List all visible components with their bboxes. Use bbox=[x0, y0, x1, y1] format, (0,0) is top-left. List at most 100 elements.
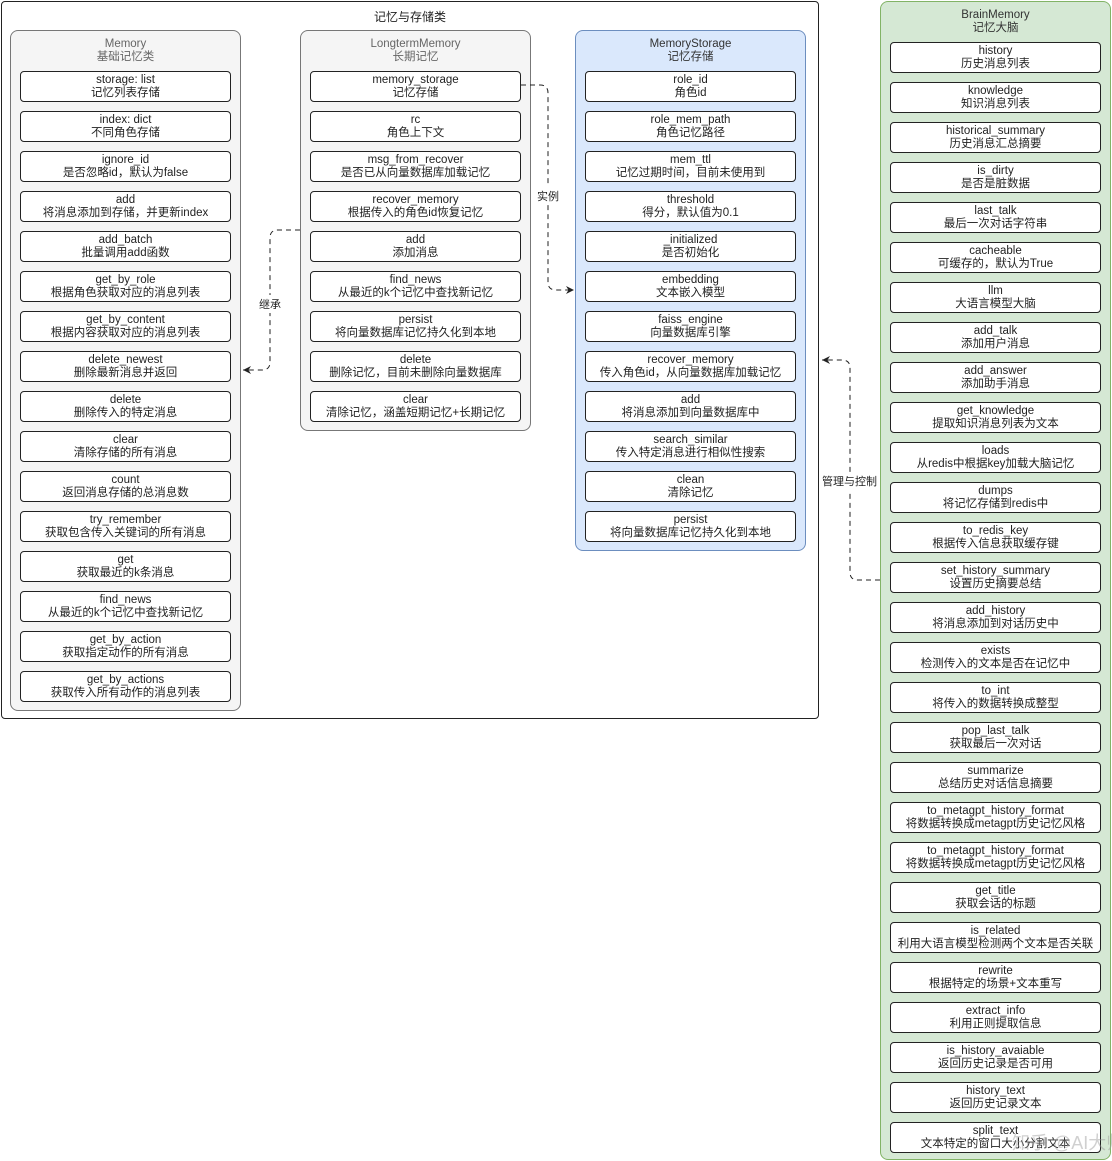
member-description: 角色记忆路径 bbox=[656, 127, 725, 139]
member-name: _initialized bbox=[663, 234, 718, 246]
member-description: 得分，默认值为0.1 bbox=[642, 207, 739, 219]
member-description: 删除最新消息并返回 bbox=[73, 367, 178, 379]
member-description: 总结历史对话信息摘要 bbox=[938, 778, 1053, 790]
member-name: add bbox=[115, 194, 136, 206]
member-name: summarize bbox=[967, 765, 1024, 777]
member-description: 是否已从向量数据库加载记忆 bbox=[340, 167, 491, 179]
member-name: add bbox=[680, 394, 701, 406]
memory-storage-class-name: MemoryStorage bbox=[649, 38, 732, 50]
brain-memory-class-title: BrainMemory 记忆大脑 bbox=[881, 9, 1110, 35]
brain-memory-class-name: BrainMemory bbox=[961, 9, 1030, 21]
member-description: 知识消息列表 bbox=[961, 98, 1030, 110]
member-description: 传入角色id，从向量数据库加载记忆 bbox=[599, 367, 782, 379]
member-name: get_by_actions bbox=[86, 674, 165, 686]
member-name: add_batch bbox=[98, 234, 153, 246]
member-name: recover_memory bbox=[647, 354, 734, 366]
member-description: 获取包含传入关键词的所有消息 bbox=[45, 527, 206, 539]
inherit-label: 继承 bbox=[257, 295, 283, 313]
member-name: persist bbox=[398, 314, 433, 326]
member-description: 记忆过期时间，目前未使用到 bbox=[615, 167, 766, 179]
memory-class-name: Memory bbox=[104, 38, 147, 50]
member-name: history_text bbox=[966, 1085, 1025, 1097]
member-name: llm bbox=[988, 285, 1003, 297]
member-description: 是否忽略id，默认为false bbox=[62, 167, 189, 179]
watermark: 知乎 @AI大师 bbox=[1012, 1133, 1112, 1153]
longterm-memory-class-name: LongtermMemory bbox=[370, 38, 461, 50]
member-name: count bbox=[111, 474, 140, 486]
member-description: 从最近的k个记忆中查找新记忆 bbox=[337, 287, 494, 299]
member-description: 利用大语言模型检测两个文本是否关联 bbox=[897, 938, 1094, 950]
member-description: 清除记忆，涵盖短期记忆+长期记忆 bbox=[325, 407, 506, 419]
member-name: msg_from_recover bbox=[367, 154, 464, 166]
member-description: 不同角色存储 bbox=[91, 127, 160, 139]
member-name: storage: list bbox=[96, 74, 155, 86]
member-description: 将消息添加到对话历史中 bbox=[932, 618, 1059, 630]
member-name: clear bbox=[403, 394, 428, 406]
member-name: last_talk bbox=[974, 205, 1017, 217]
member-description: 根据角色获取对应的消息列表 bbox=[50, 287, 201, 299]
member-name: try_remember bbox=[89, 514, 162, 526]
member-description: 历史消息汇总摘要 bbox=[949, 138, 1042, 150]
member-description: 是否是脏数据 bbox=[961, 178, 1030, 190]
member-name: recover_memory bbox=[372, 194, 459, 206]
member-name: clear bbox=[113, 434, 138, 446]
member-name: to_metagpt_history_format bbox=[927, 845, 1064, 857]
member-description: 返回消息存储的总消息数 bbox=[62, 487, 189, 499]
member-name: rc bbox=[410, 114, 421, 126]
member-name: add_answer bbox=[964, 365, 1027, 377]
member-name: add bbox=[405, 234, 426, 246]
member-name: history bbox=[978, 45, 1013, 57]
member-name: extract_info bbox=[965, 1005, 1026, 1017]
member-description: 根据传入信息获取缓存键 bbox=[932, 538, 1059, 550]
member-name: is_history_avaiable bbox=[946, 1045, 1045, 1057]
member-description: 提取知识消息列表为文本 bbox=[932, 418, 1059, 430]
package-title: 记忆与存储类 bbox=[373, 10, 446, 24]
member-description: 历史消息列表 bbox=[961, 58, 1030, 70]
member-name: persist bbox=[673, 514, 708, 526]
manage-label: 管理与控制 bbox=[820, 472, 879, 490]
brain-memory-class-subtitle: 记忆大脑 bbox=[972, 22, 1019, 34]
member-name: delete bbox=[109, 394, 142, 406]
member-description: 获取最近的k条消息 bbox=[76, 567, 175, 579]
member-name: loads bbox=[981, 445, 1010, 457]
longterm-memory-class-title: LongtermMemory 长期记忆 bbox=[301, 38, 530, 64]
member-name: pop_last_talk bbox=[961, 725, 1030, 737]
member-name: ignore_id bbox=[101, 154, 150, 166]
